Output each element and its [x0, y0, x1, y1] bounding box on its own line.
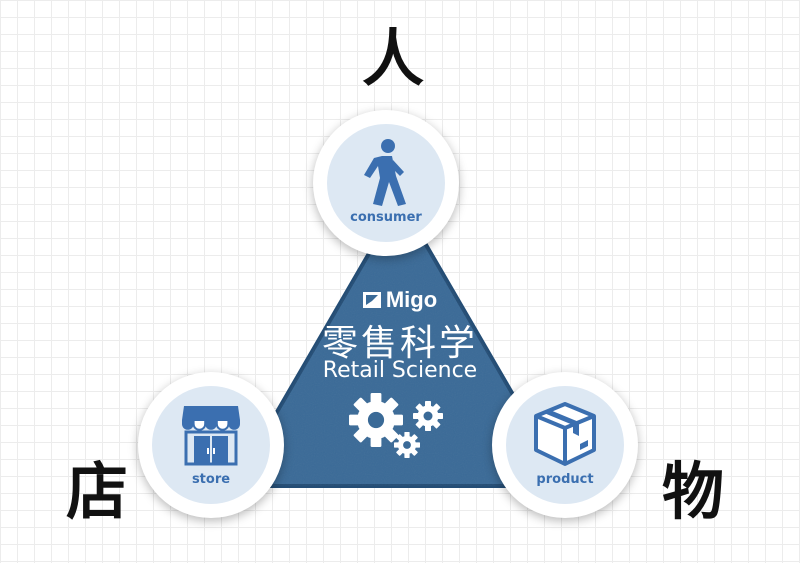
flag-icon [362, 292, 381, 308]
label-goods: 物 [662, 455, 725, 528]
title-chinese: 零售科学 [321, 323, 478, 364]
title-english: Retail Science [322, 358, 478, 383]
node-consumer: consumer [313, 110, 459, 256]
product-label: product [536, 472, 594, 487]
label-store: 店 [66, 455, 129, 528]
label-people: 人 [362, 22, 425, 95]
node-store: store [138, 372, 284, 518]
store-label: store [191, 472, 231, 487]
brand-name: Migo [385, 287, 438, 312]
storefront-icon [182, 406, 240, 466]
brand-logo: Migo [350, 287, 450, 312]
consumer-label: consumer [350, 210, 422, 225]
package-box-icon [534, 402, 596, 466]
node-product: product [492, 372, 638, 518]
walking-person-icon [364, 139, 406, 206]
